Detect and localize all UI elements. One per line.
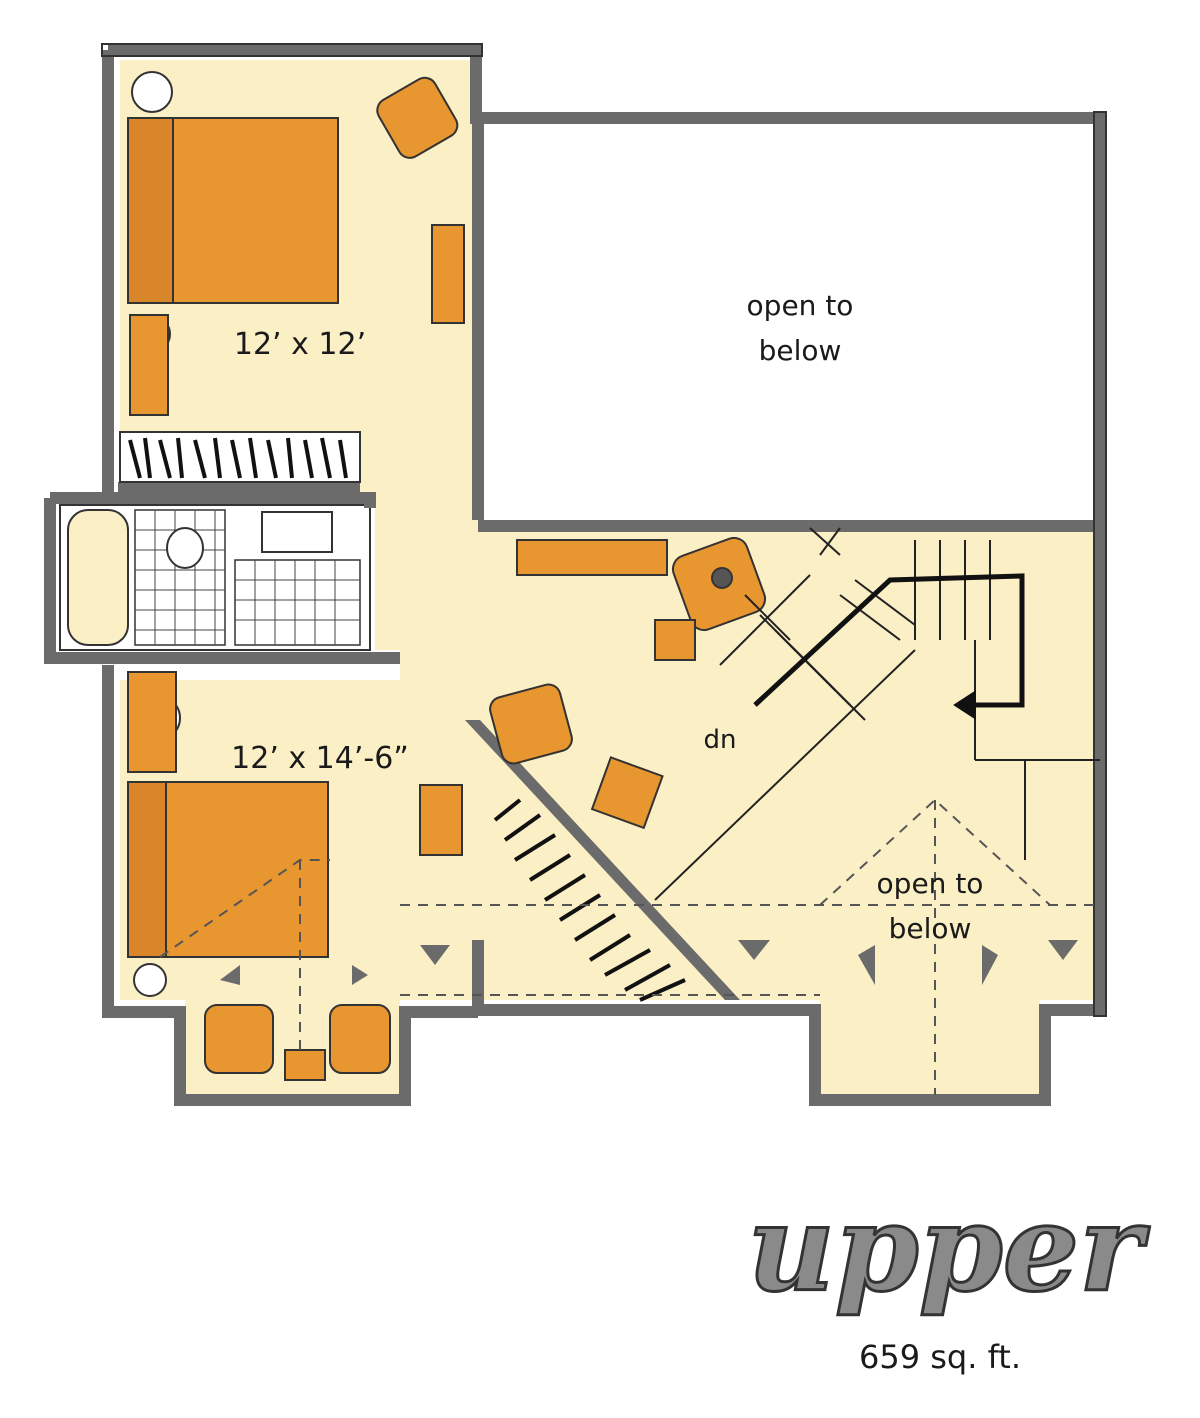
sofa-loft — [516, 539, 668, 576]
top-bedroom-furniture — [127, 71, 465, 416]
tile-grid — [134, 509, 361, 646]
ceiling-markers — [220, 940, 1078, 985]
closet-top — [119, 431, 361, 483]
armchair-loft-2 — [489, 683, 573, 765]
sink — [261, 511, 333, 553]
open-to-below-top-line2: below — [759, 334, 842, 367]
dresser-top — [129, 314, 169, 416]
bathtub — [67, 509, 129, 646]
armchair-left — [204, 1004, 274, 1074]
open-to-below-top-line1: open to — [747, 289, 854, 322]
stair-direction-arrow — [753, 573, 1025, 708]
wall-outlines — [101, 43, 1107, 1017]
walls — [44, 44, 1106, 1106]
desk-bottom-room — [419, 784, 463, 856]
toilet — [166, 527, 204, 569]
ceiling-lines — [159, 798, 1095, 1095]
open-to-below-bottom-line1: open to — [877, 867, 984, 900]
stair-label: dn — [704, 725, 737, 755]
ottoman-loft — [654, 619, 696, 661]
dresser-bottom — [127, 671, 177, 773]
bottom-bedroom-furniture — [127, 671, 463, 1081]
armchair-top — [376, 76, 459, 159]
closet-diagonal — [465, 720, 740, 1002]
table-loft — [590, 756, 664, 830]
room-label-bottom-bedroom: 12’ x 14’-6” — [231, 741, 409, 776]
loft-furniture — [489, 536, 767, 830]
side-table — [284, 1049, 326, 1081]
floor-title: upper — [748, 1178, 1150, 1319]
bathroom — [59, 504, 371, 651]
armchair-right — [329, 1004, 391, 1074]
lamp-bottom — [133, 963, 167, 997]
open-to-below-bottom-line2: below — [889, 912, 972, 945]
room-label-top-bedroom: 12’ x 12’ — [234, 327, 366, 362]
staircase — [654, 527, 1100, 901]
lamp-table-top — [131, 71, 173, 113]
desk-top-room — [431, 224, 465, 324]
floor-area: 659 sq. ft. — [859, 1338, 1021, 1376]
